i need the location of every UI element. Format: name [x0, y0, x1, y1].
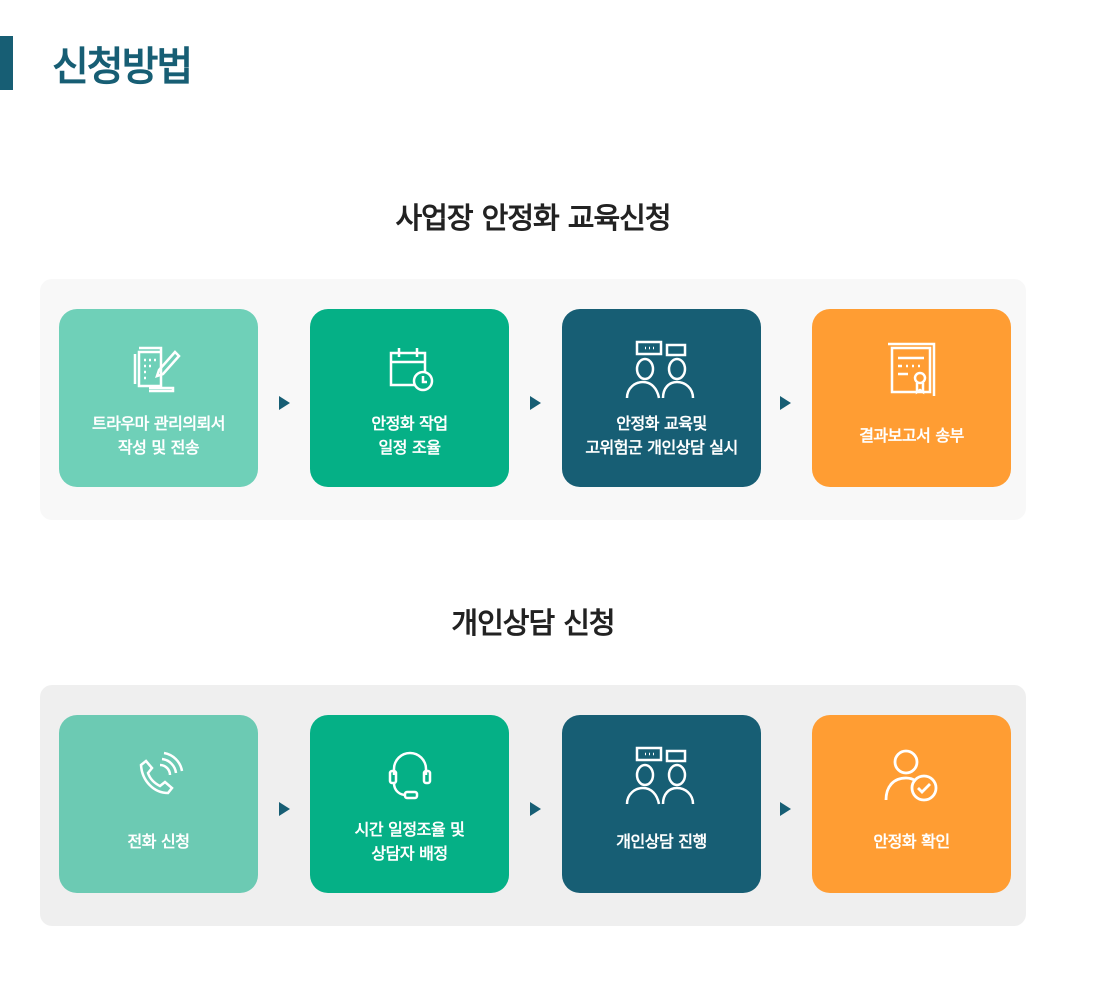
- step-label: 고위험군 개인상담 실시: [585, 438, 738, 457]
- step-label: 트라우마 관리의뢰서: [91, 414, 226, 433]
- step-label: 안정화 작업: [371, 414, 448, 433]
- arrow-right-icon: [780, 802, 791, 816]
- people-chat-icon: [625, 741, 699, 811]
- page-title: 신청방법: [52, 44, 193, 90]
- step-label: 작성 및 전송: [117, 438, 200, 457]
- step-card: 개인상담 진행: [562, 715, 761, 893]
- step-label: 전화 신청: [127, 832, 190, 851]
- user-check-icon: [882, 741, 942, 811]
- phone-icon: [134, 741, 184, 811]
- step-card: 결과보고서 송부: [812, 309, 1011, 487]
- calendar-clock-icon: [385, 335, 435, 405]
- arrow-right-icon: [530, 396, 541, 410]
- step-label: 안정화 교육및: [616, 414, 707, 433]
- certificate-icon: [882, 335, 942, 405]
- step-label: 결과보고서 송부: [859, 426, 964, 445]
- document-pen-icon: [131, 335, 187, 405]
- step-label: 개인상담 진행: [616, 832, 707, 851]
- arrow-right-icon: [279, 396, 290, 410]
- step-label: 안정화 확인: [873, 832, 950, 851]
- step-label: 상담자 배정: [371, 844, 448, 863]
- title-accent-bar: [0, 36, 13, 90]
- arrow-right-icon: [279, 802, 290, 816]
- headset-icon: [385, 741, 435, 811]
- people-chat-icon: [625, 335, 699, 405]
- step-label: 일정 조율: [378, 438, 441, 457]
- arrow-right-icon: [530, 802, 541, 816]
- step-label: 시간 일정조율 및: [354, 820, 465, 839]
- section-title-workplace: 사업장 안정화 교육신청: [395, 201, 672, 235]
- arrow-right-icon: [780, 396, 791, 410]
- step-card: 전화 신청: [59, 715, 258, 893]
- step-card: 안정화 확인: [812, 715, 1011, 893]
- section-title-counseling: 개인상담 신청: [451, 606, 615, 640]
